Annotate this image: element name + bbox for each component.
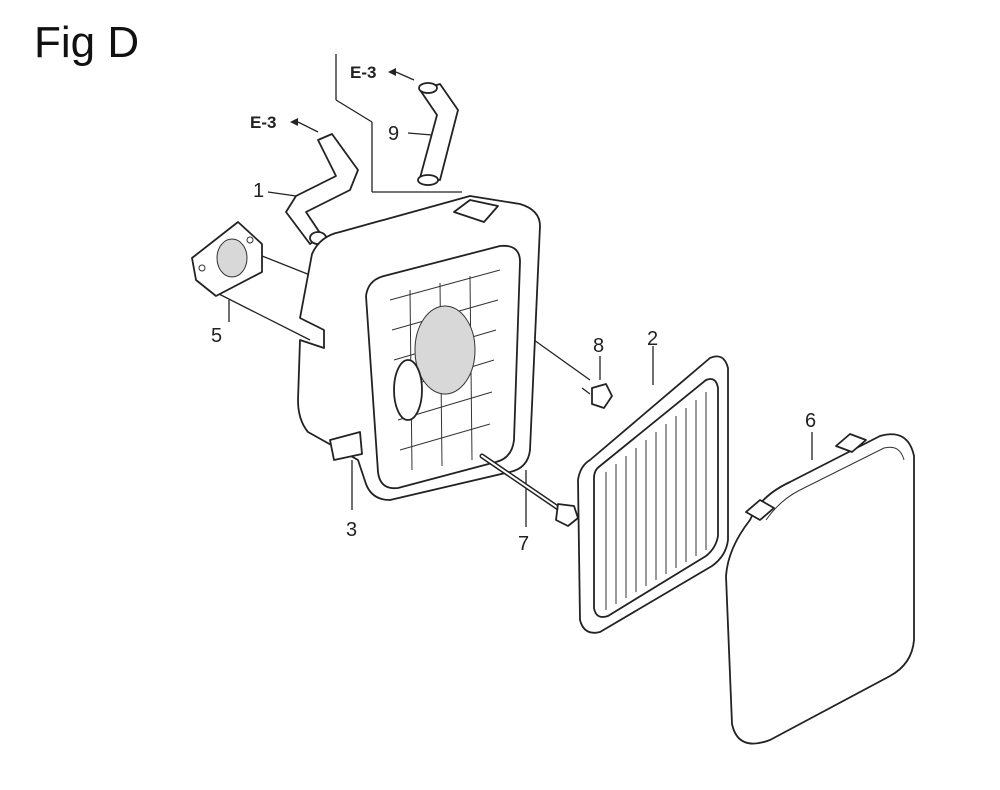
callout-6: 6	[805, 410, 816, 432]
part-8-bolt	[581, 383, 613, 409]
reference-arrows	[290, 68, 415, 133]
arrow-icon	[290, 118, 298, 126]
leader-lines	[214, 54, 813, 527]
part-1-hose	[285, 133, 359, 245]
part-5-gasket	[191, 221, 263, 297]
part-7-bolt	[479, 453, 579, 527]
callout-7: 7	[518, 533, 529, 555]
callout-9: 9	[388, 123, 399, 145]
arrow-icon	[388, 68, 396, 76]
callout-5: 5	[211, 325, 222, 347]
part-2-filter	[577, 355, 729, 634]
callout-8: 8	[593, 335, 604, 357]
reference-label-e3: E-3	[250, 113, 276, 132]
part-9-hose	[417, 82, 459, 186]
callout-1: 1	[253, 180, 264, 202]
reference-label-e3: E-3	[350, 63, 376, 82]
callout-3: 3	[346, 519, 357, 541]
callout-2: 2	[647, 328, 658, 350]
part-6-cover	[725, 433, 915, 745]
figure-title: Fig D	[34, 18, 140, 67]
part-3-case	[297, 195, 541, 501]
